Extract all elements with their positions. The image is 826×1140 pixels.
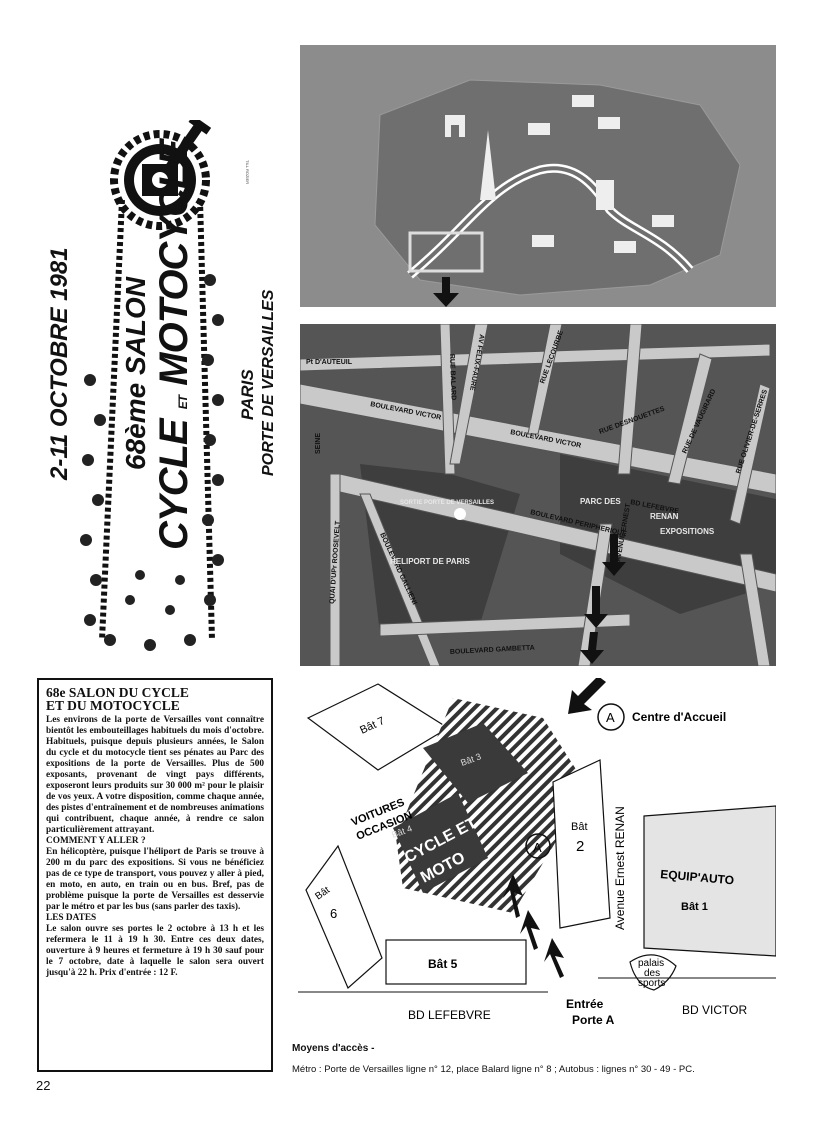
building-bat-2: Bât 2: [552, 759, 611, 929]
arrow-into-site-icon: [568, 676, 606, 714]
label-avenue-ernest-renan: Avenue Ernest RENAN: [613, 806, 627, 930]
page-number: 22: [36, 1078, 51, 1093]
site-plan-map: A Centre d'Accueil Bât 7 Bât 3 Bât 4 VOI…: [298, 676, 777, 1034]
salon-poster: TILL ROZIER 2-11 OCTOBRE 1981 68ème SALO…: [46, 120, 290, 660]
label-bd-victor: BD VICTOR: [682, 1003, 747, 1017]
svg-text:des: des: [644, 968, 660, 979]
eiffel-tower-icon: [480, 130, 496, 200]
article-paragraph-2: En hélicoptère, puisque l'héliport de Pa…: [46, 847, 264, 912]
label-heliport: HELIPORT DE PARIS: [390, 557, 471, 566]
building-bat-4: [393, 793, 488, 893]
article-title: 68e SALON DU CYCLE ET DU MOTOCYCLE: [46, 685, 189, 713]
svg-text:6: 6: [330, 906, 337, 921]
label-entree: Entrée: [566, 997, 604, 1011]
article-paragraph-1: Les environs de la porte de Versailles v…: [46, 715, 264, 835]
article-paragraph-3: Le salon ouvre ses portes le 2 octobre à…: [46, 924, 264, 978]
building-bat-5: Bât 5: [385, 939, 527, 985]
poster-venue: PORTE DE VERSAILLES: [260, 289, 277, 476]
svg-text:sports: sports: [638, 978, 665, 989]
notre-dame-icon: [596, 180, 614, 210]
parking-icons: [528, 95, 674, 253]
paris-overview-map: [300, 45, 776, 307]
article-box: 68e SALON DU CYCLE ET DU MOTOCYCLE Les e…: [37, 678, 273, 1072]
label-porte-a: Porte A: [572, 1013, 615, 1027]
street-map: Pt D'AUTEUIL BOULEVARD VICTOR BOULEVARD …: [299, 323, 777, 667]
article-heading-how: COMMENT Y ALLER ?: [46, 836, 146, 846]
poster-title-cycle: CYCLE: [152, 419, 196, 550]
entrance-arrows: [503, 874, 564, 978]
svg-text:2: 2: [576, 838, 584, 855]
article-heading-dates: LES DATES: [46, 913, 97, 923]
arrows-to-site: [580, 534, 626, 664]
poster-city: PARIS: [238, 369, 257, 420]
palais-des-sports: palais des sports: [629, 954, 677, 991]
label-rue-balard: RUE BALARD: [448, 354, 457, 400]
poster-title-et: ET: [176, 395, 190, 410]
label-expositions: EXPOSITIONS: [660, 527, 715, 536]
poster-cycle-motocycle: CYCLE ET MOTOCYCLE: [152, 140, 197, 550]
svg-text:Bât 5: Bât 5: [428, 957, 458, 971]
label-renan: RENAN: [650, 512, 679, 521]
building-bat-3: [423, 723, 528, 803]
arrow-down-icon: [433, 277, 459, 307]
cyclists-pattern: [80, 274, 224, 651]
arc-de-triomphe-icon: [445, 115, 465, 137]
chain-icon: [99, 199, 215, 641]
svg-text:Bât 1: Bât 1: [681, 901, 708, 913]
poster-edition: 68ème SALON: [120, 277, 151, 470]
svg-text:Bât: Bât: [571, 821, 588, 833]
svg-text:palais: palais: [638, 958, 664, 969]
label-seine: SEINE: [315, 433, 322, 454]
porte-versailles-highlight: [408, 231, 484, 273]
building-equip-auto: EQUIP'AUTO Bât 1: [643, 805, 777, 957]
label-sortie: SORTIE PORTE DE VERSAILLES: [400, 500, 494, 506]
building-bat-6: Bât 6: [305, 844, 383, 989]
chainring-icon: [110, 120, 212, 230]
label-pt-dauteuil: Pt D'AUTEUIL: [306, 359, 353, 366]
centre-accueil-letter: A: [606, 710, 615, 725]
centre-accueil-marker: [597, 703, 625, 731]
centre-accueil-label: Centre d'Accueil: [632, 710, 726, 724]
entrance-a-marker: [525, 833, 551, 859]
access-details: Métro : Porte de Versailles ligne n° 12,…: [292, 1064, 695, 1075]
entrance-a-letter: A: [533, 840, 542, 855]
poster-title-moto: MOTOCYCLE: [152, 140, 196, 386]
label-parc-des: PARC DES: [580, 497, 621, 506]
svg-text:EQUIP'AUTO: EQUIP'AUTO: [660, 867, 735, 887]
poster-dates: 2-11 OCTOBRE 1981: [46, 247, 73, 480]
label-bd-lefebvre: BD LEFEBVRE: [408, 1008, 491, 1022]
poster-illustration: TILL ROZIER: [80, 120, 250, 651]
access-title: Moyens d'accès -: [292, 1043, 375, 1054]
label-bd-gambetta: BOULEVARD GAMBETTA: [450, 645, 535, 656]
svg-text:TILL ROZIER: TILL ROZIER: [245, 160, 250, 184]
